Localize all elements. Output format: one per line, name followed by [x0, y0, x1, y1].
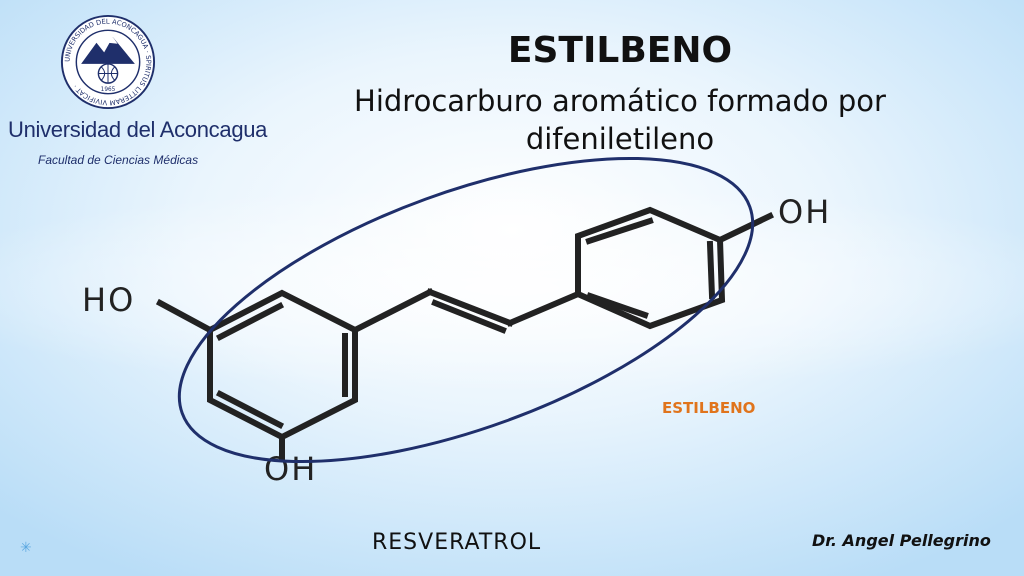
author-credit: Dr. Angel Pellegrino	[812, 531, 991, 550]
star-icon: ✳	[20, 540, 32, 556]
right-benzene-ring	[575, 206, 726, 330]
left-benzene-ring	[207, 289, 358, 441]
university-name: Universidad del Aconcagua	[8, 117, 268, 142]
university-seal-icon: UNIVERSIDAD DEL ACONCAGUA · SPIRITUS LIT…	[60, 14, 156, 110]
seal-year: 1965	[101, 87, 116, 93]
oh-top-right-label: OH	[778, 193, 831, 231]
slide-title: ESTILBENO	[507, 30, 733, 71]
stilbene-highlight-ellipse	[177, 156, 755, 464]
oh-bottom-label: OH	[264, 450, 317, 488]
vinylene-bond	[350, 287, 435, 335]
stilbene-label: ESTILBENO	[662, 399, 756, 417]
slide-subtitle: Hidrocarburo aromático formado por difen…	[354, 84, 886, 156]
university-logo: UNIVERSIDAD DEL ACONCAGUA · SPIRITUS LIT…	[0, 0, 267, 180]
faculty-name: Facultad de Ciencias Médicas	[38, 153, 199, 167]
molecule-name-label: RESVERATROL	[372, 530, 542, 555]
ho-left-label: HO	[82, 281, 135, 319]
